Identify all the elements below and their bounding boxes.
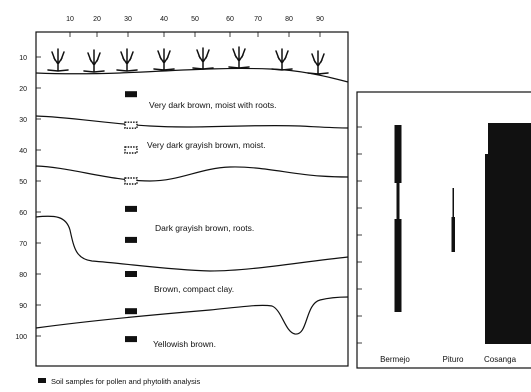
bermejo-distribution [394,125,402,312]
y-tick-label: 80 [19,272,27,279]
root-icon [307,50,329,75]
layer-label: Yellowish brown. [153,339,216,349]
root-icon [83,49,105,73]
y-tick-label: 40 [19,148,27,155]
x-tick-label: 50 [191,16,199,23]
sample-marker [125,336,137,343]
sample-marker [124,177,138,185]
y-tick-label: 90 [19,303,27,310]
y-tick-label: 30 [19,117,27,124]
horizon-boundaries [35,67,349,335]
root-icon [153,48,175,71]
y-tick-label: 100 [15,334,27,341]
distribution-tick-marks [357,126,362,344]
profile-x-ticks: 10 20 30 40 50 60 70 80 90 [66,16,324,23]
y-tick-label: 20 [19,86,27,93]
layer-label: Brown, compact clay. [154,284,234,294]
root-icon [228,46,250,69]
profile-x-tick-marks [69,32,321,37]
sample-marker [125,271,137,277]
boundary-4 [35,296,349,335]
cosanga-distribution [485,123,531,344]
root-icon [116,48,138,72]
root-symbols [47,46,329,75]
legend: Soil samples for pollen and phytolith an… [38,377,200,386]
x-tick-label: 30 [124,16,132,23]
sample-marker [125,308,137,315]
x-tick-label: 10 [66,16,74,23]
layer-label: Dark grayish brown, roots. [155,223,254,233]
x-tick-label: 80 [285,16,293,23]
profile-frame [35,31,349,367]
sample-markers [124,91,138,343]
legend-text: Soil samples for pollen and phytolith an… [51,377,200,386]
column-label-bermejo: Bermejo [380,355,410,364]
column-label-pituro: Pituro [443,355,464,364]
x-tick-label: 70 [254,16,262,23]
root-icon [47,48,69,72]
x-tick-label: 20 [93,16,101,23]
sample-marker [124,146,138,154]
x-tick-label: 90 [316,16,324,23]
pituro-distribution [451,188,455,252]
y-tick-label: 50 [19,179,27,186]
layer-label: Very dark brown, moist with roots. [149,100,277,110]
distribution-panel: Bermejo Pituro Cosanga [356,91,531,369]
y-tick-label: 60 [19,210,27,217]
x-tick-label: 60 [226,16,234,23]
y-tick-label: 70 [19,241,27,248]
sample-marker [124,121,138,129]
surface-line [35,67,349,83]
y-tick-label: 10 [19,55,27,62]
boundary-3 [35,215,349,272]
x-tick-label: 40 [160,16,168,23]
column-label-cosanga: Cosanga [484,355,517,364]
sample-marker [125,236,137,243]
root-icon [192,47,214,70]
layer-label: Very dark grayish brown, moist. [147,140,266,150]
boundary-2 [35,165,349,182]
sample-marker [125,205,137,212]
layer-labels: Very dark brown, moist with roots. Very … [147,100,277,349]
profile-y-ticks: 10 20 30 40 50 60 70 80 90 100 [15,55,27,341]
profile-y-tick-marks [36,56,41,337]
column-labels: Bermejo Pituro Cosanga [380,355,516,364]
legend-swatch [38,378,46,383]
boundary-1 [35,115,349,129]
distribution-frame [356,91,531,369]
root-icon [271,48,293,71]
soil-profile-panel: 10 20 30 40 50 60 70 80 90 10 20 30 [15,16,349,367]
sample-marker [125,91,137,98]
